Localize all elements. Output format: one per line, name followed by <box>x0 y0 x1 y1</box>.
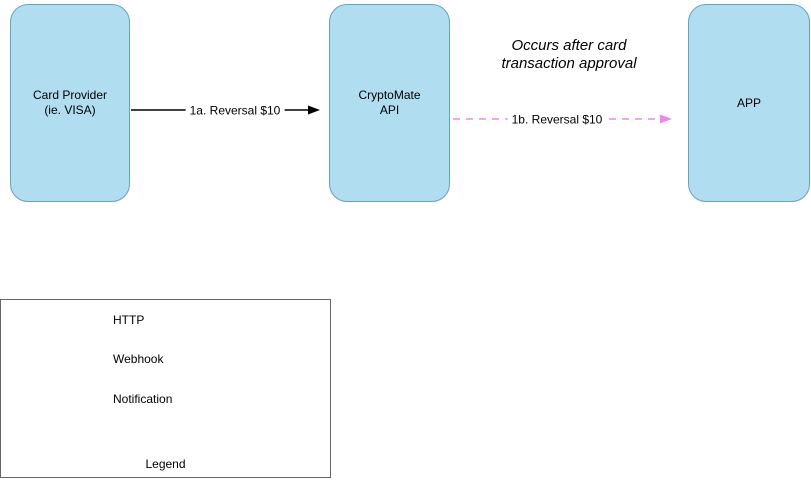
legend-item-notification-label: Notification <box>113 392 173 406</box>
legend-title: Legend <box>145 457 186 471</box>
node-card-provider-label: Card Provider (ie. VISA) <box>32 88 108 117</box>
legend-item-http-label: HTTP <box>113 313 145 327</box>
node-card-provider: Card Provider (ie. VISA) <box>10 4 130 202</box>
node-cryptomate-api-label: CryptoMate API <box>358 88 421 117</box>
node-app: APP <box>688 4 810 202</box>
node-app-label: APP <box>736 95 761 110</box>
edge-label-1b: 1b. Reversal $10 <box>507 112 607 128</box>
edge-label-1a: 1a. Reversal $10 <box>185 103 285 119</box>
legend-box <box>0 299 331 478</box>
legend-item-webhook-label: Webhook <box>113 352 164 366</box>
node-cryptomate-api: CryptoMate API <box>329 4 450 202</box>
note-text: Occurs after card transaction approval <box>501 37 637 72</box>
